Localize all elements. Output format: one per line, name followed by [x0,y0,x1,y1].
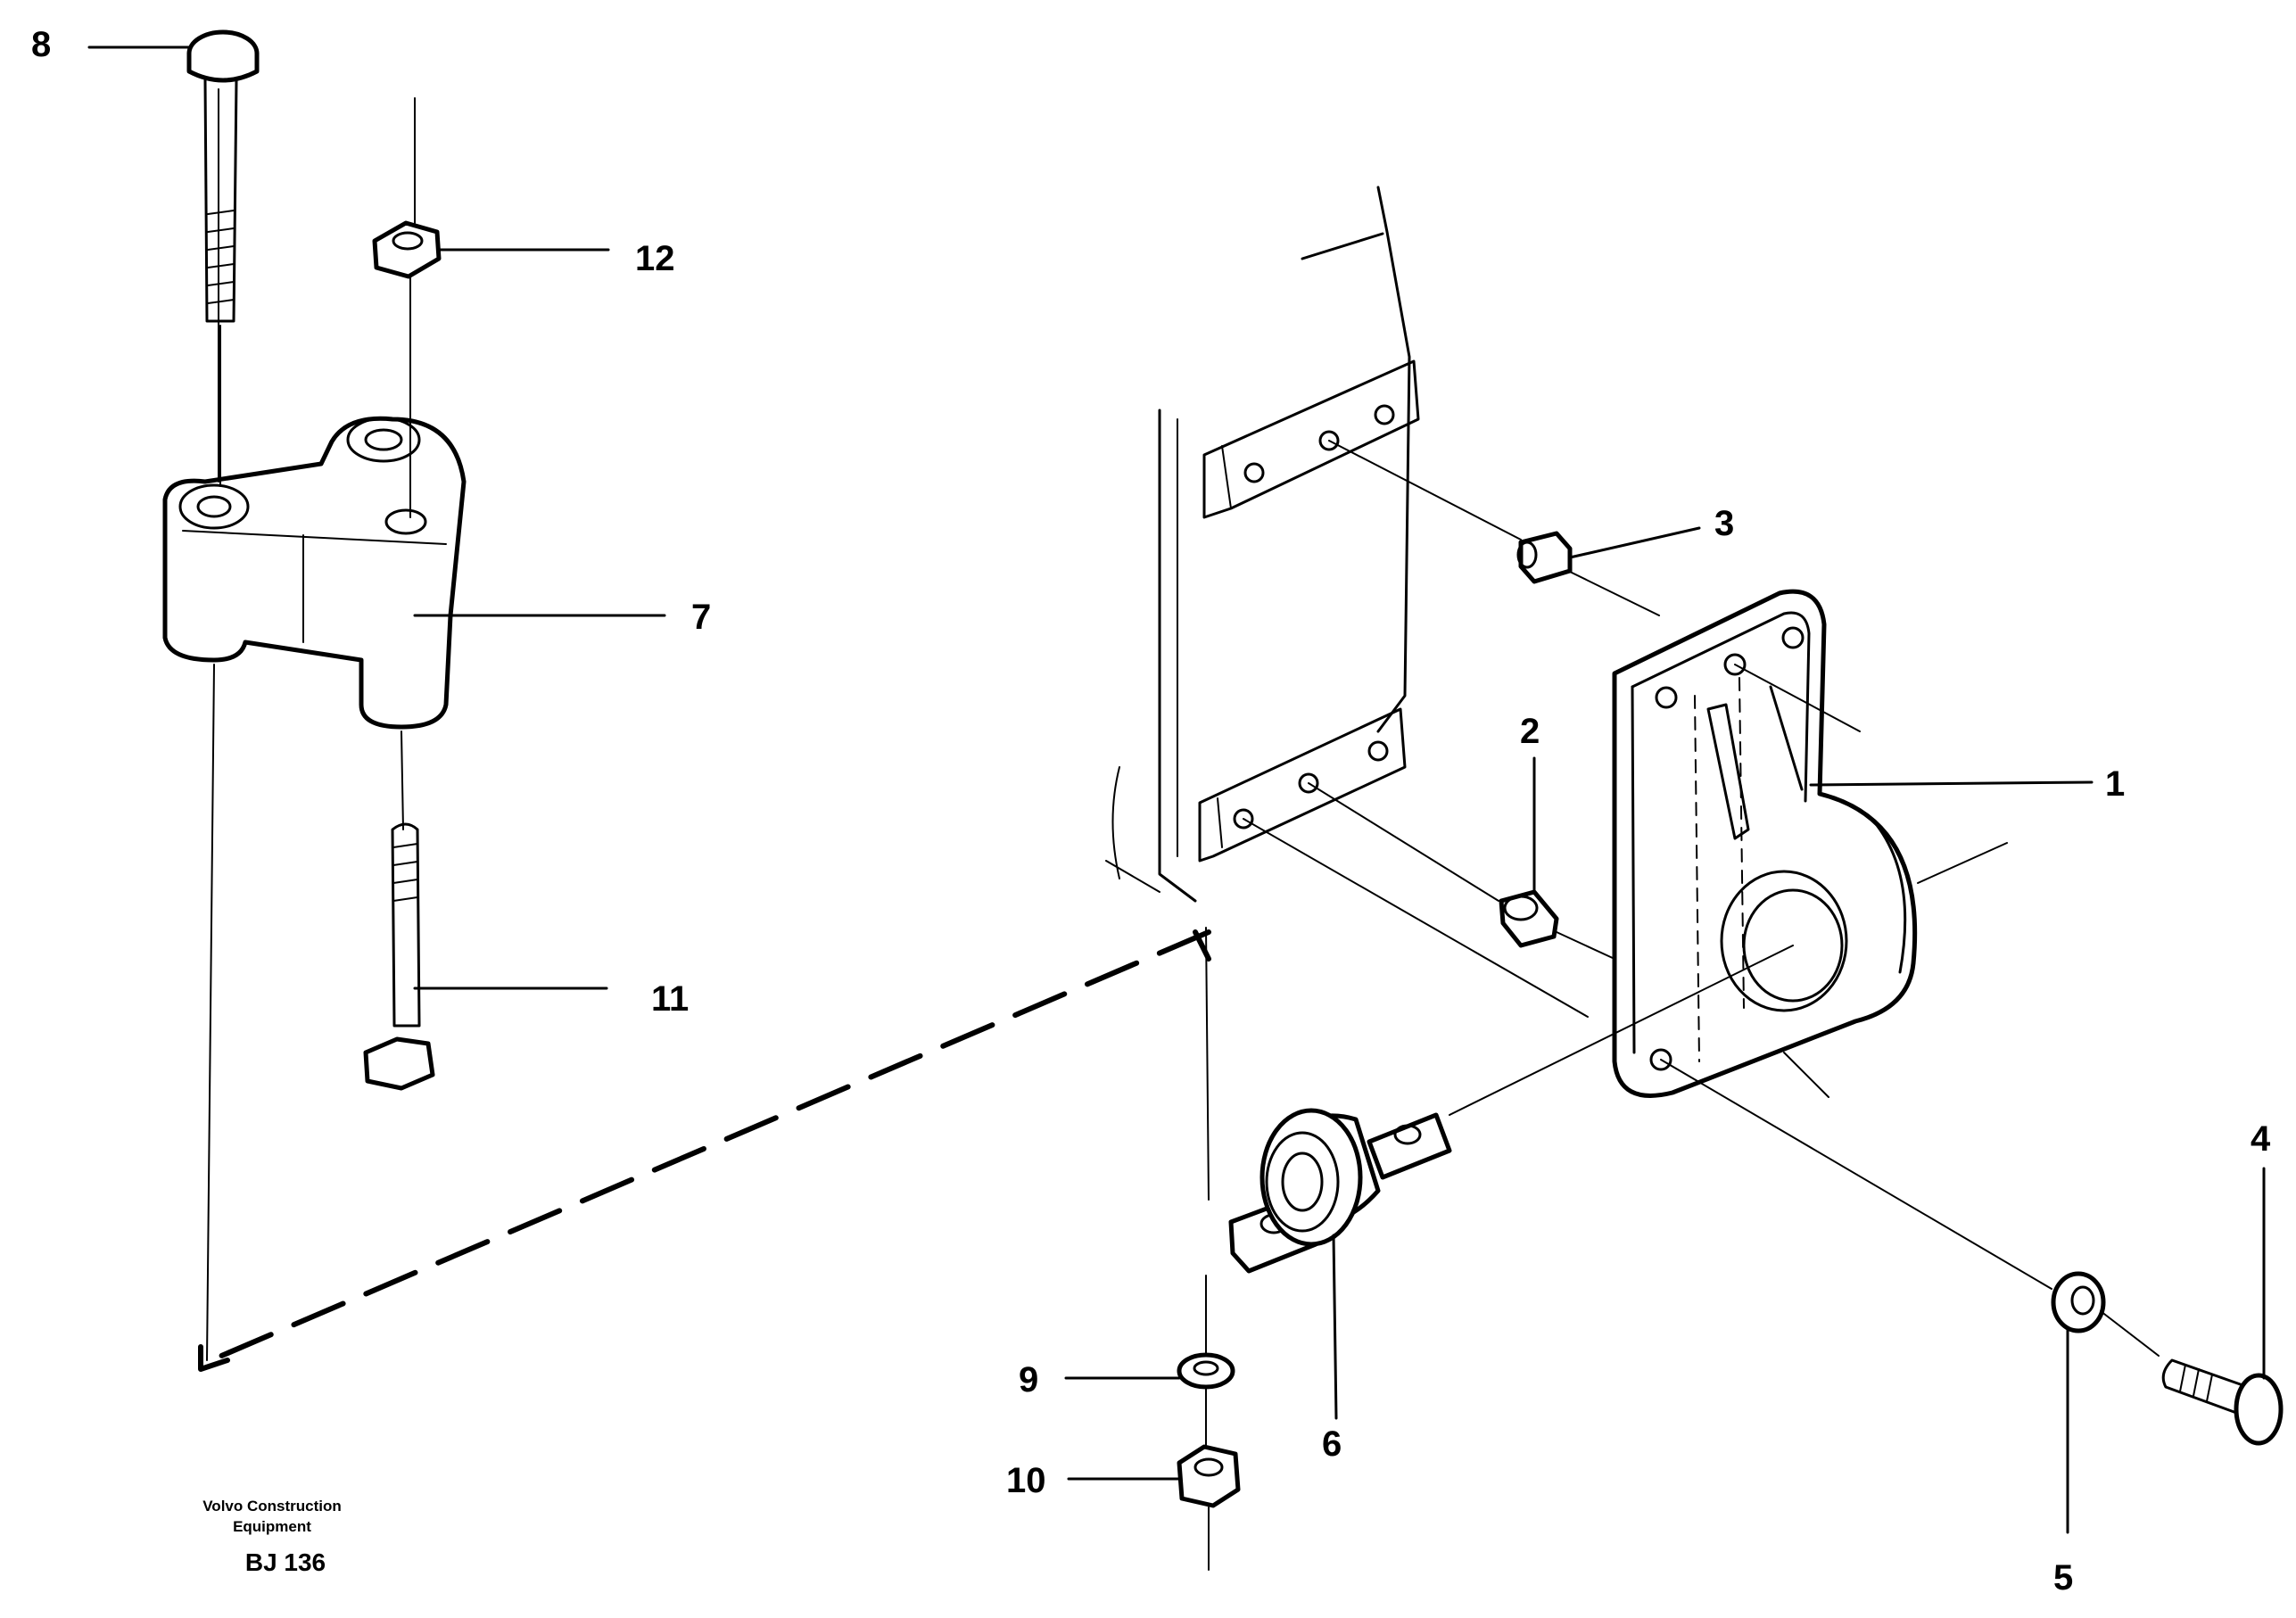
assembly-lines [206,88,2160,1571]
caption-line2: Equipment [233,1518,311,1535]
pin-part-3 [1516,531,1573,584]
callout-10: 10 [1006,1461,1046,1500]
callout-5: 5 [2053,1558,2073,1597]
lower-nut [1177,1444,1241,1508]
mounting-bracket-plate [1612,589,1918,1098]
callout-9: 9 [1019,1360,1038,1399]
caption-block: Volvo Construction Equipment BJ 136 [202,1498,342,1576]
lower-washer [1177,1352,1235,1390]
callout-7: 7 [691,598,711,637]
pin-part-2 [1499,889,1559,948]
callout-2: 2 [1520,712,1540,751]
support-bracket [162,416,467,730]
upper-nut [372,220,442,279]
callout-11: 11 [651,979,689,1019]
long-bolt [186,29,260,323]
caption-line1: Volvo Construction [202,1498,342,1515]
frame-panel [1105,186,1420,903]
side-bolt [2161,1358,2284,1446]
rubber-bushing-link [1228,1108,1452,1274]
callout-4: 4 [2251,1119,2271,1159]
callout-3: 3 [1714,504,1734,543]
dashed-connection-line [198,929,1211,1372]
callout-12: 12 [635,239,675,278]
stud-bolt [363,822,435,1091]
callout-6: 6 [1322,1424,1342,1464]
leader-lines [87,45,2266,1534]
side-washer [2051,1271,2106,1333]
callout-8: 8 [31,25,51,64]
caption-code: BJ 136 [245,1548,326,1576]
callout-1: 1 [2105,764,2125,804]
